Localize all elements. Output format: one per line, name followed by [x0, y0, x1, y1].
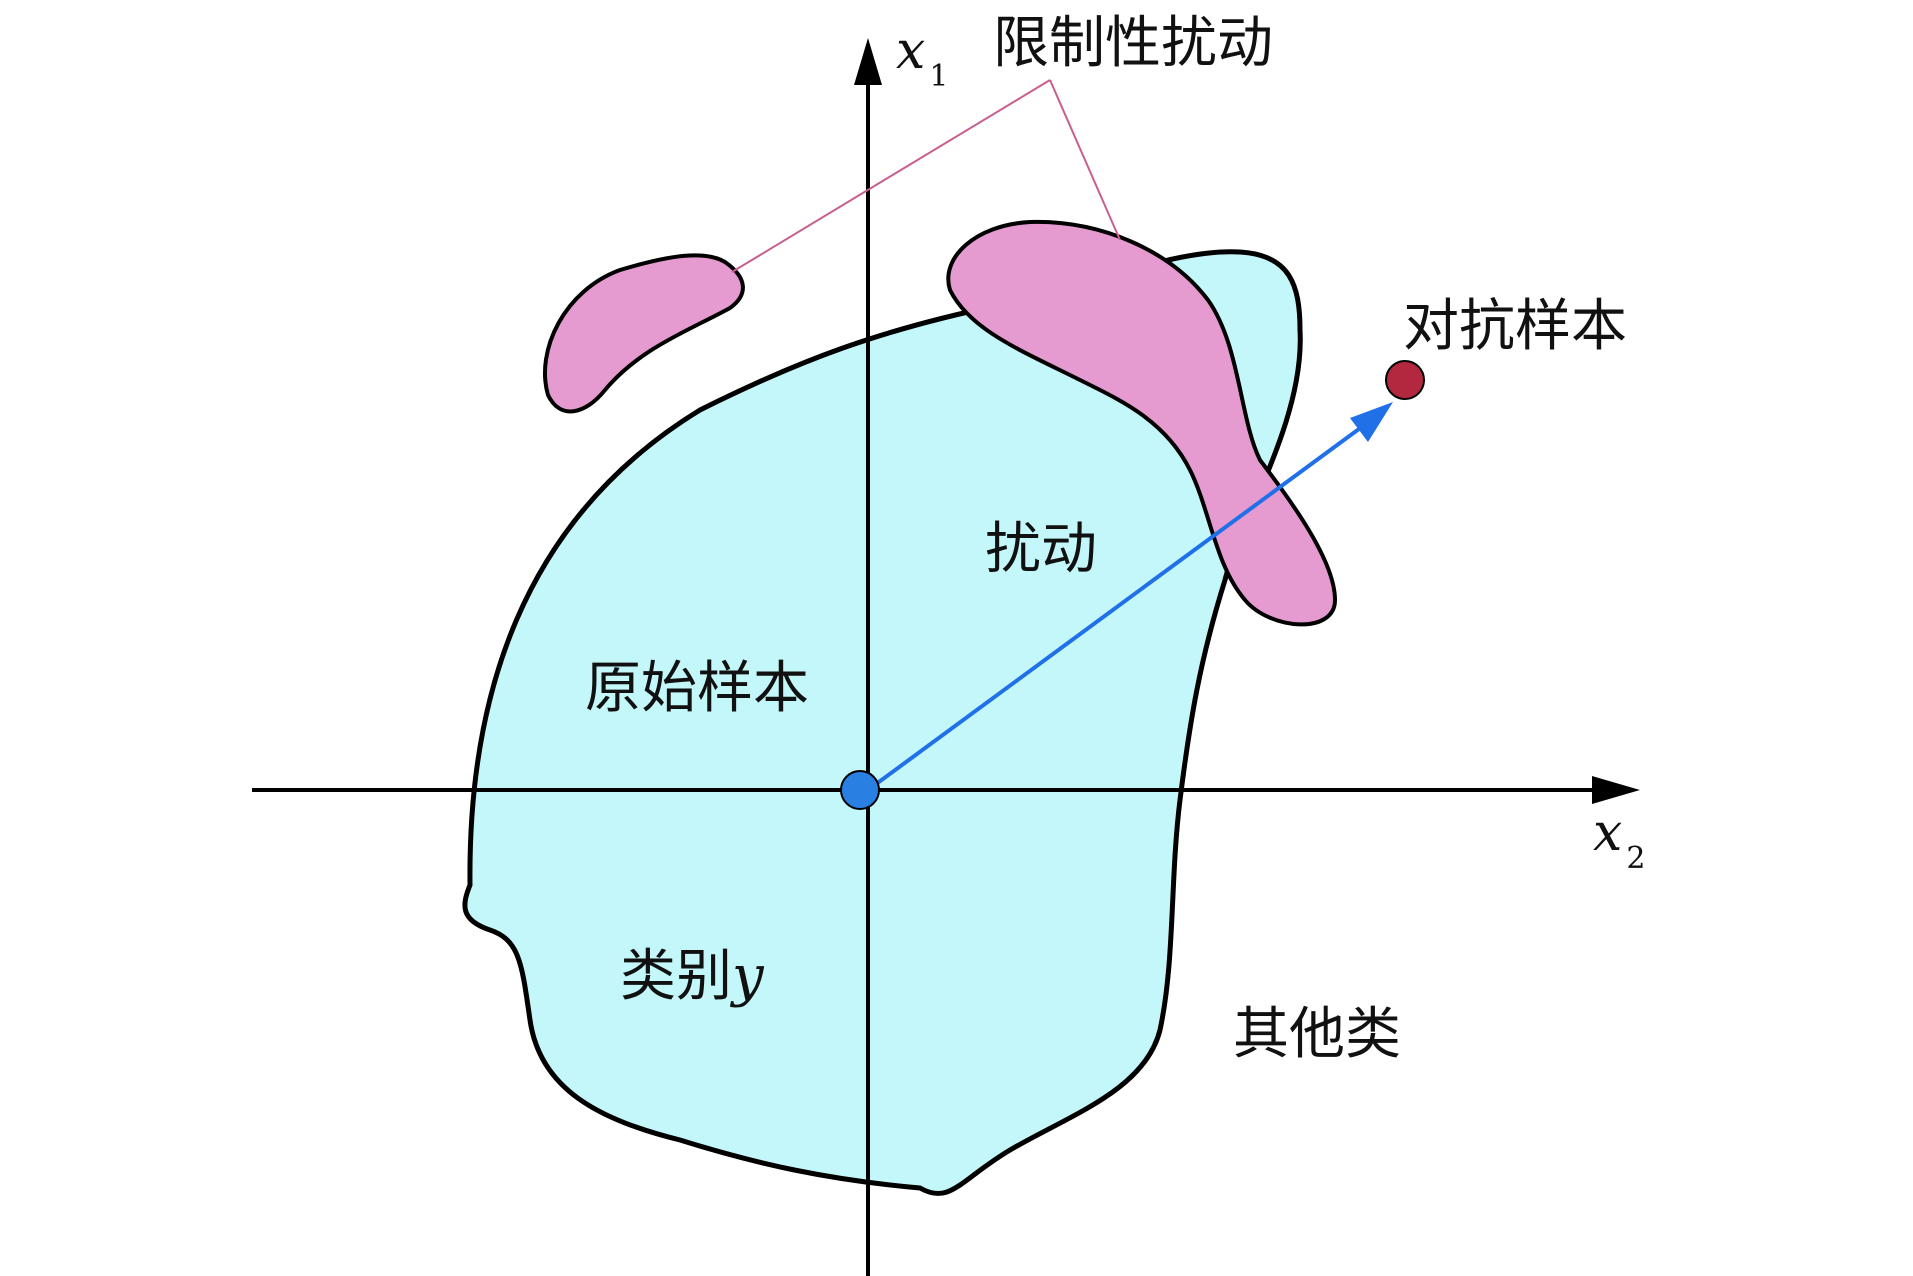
adversarial-sample-label: 对抗样本 — [1403, 294, 1627, 359]
adversarial-sample-point — [1385, 360, 1425, 400]
perturbation-label: 扰动 — [985, 517, 1097, 582]
class-y-label: 类别y — [620, 944, 765, 1009]
other-classes-label: 其他类 — [1233, 1002, 1401, 1067]
class-y-var: y — [729, 944, 765, 1009]
leader-line-left — [731, 79, 1051, 273]
original-sample-point — [840, 770, 880, 810]
perturbation-arrowhead — [1350, 402, 1393, 442]
axis-x2-arrowhead — [1592, 776, 1640, 804]
original-sample-label: 原始样本 — [585, 656, 809, 721]
leader-line-right — [1049, 79, 1121, 241]
restricted-perturbation-label: 限制性扰动 — [993, 11, 1273, 76]
restricted-perturbation-right — [946, 219, 1338, 627]
restricted-perturbation-left — [543, 253, 745, 414]
axis-x1-arrowhead — [854, 38, 882, 85]
class-y-prefix: 类别 — [620, 944, 732, 1009]
perturbation-arrow — [866, 413, 1380, 792]
class-y-region — [462, 249, 1303, 1196]
